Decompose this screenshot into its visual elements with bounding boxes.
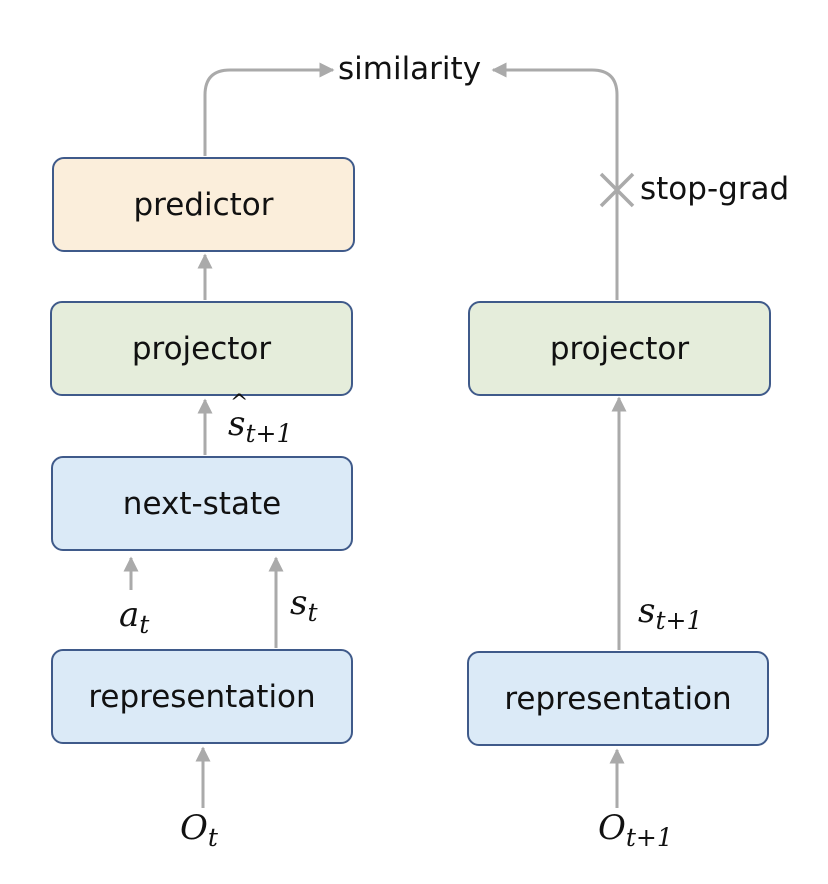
stop-grad-cross-icon: [599, 172, 635, 208]
action-subscript: t: [139, 610, 150, 639]
predicted-state-symbol: s: [228, 391, 249, 444]
observation-symbol: O: [180, 808, 208, 848]
stop-grad-label: stop-grad: [640, 171, 790, 207]
state-label: st: [290, 583, 318, 627]
arrow-predictor-to-similarity: [203, 62, 335, 156]
next-state-label: st+1: [638, 591, 702, 635]
projector-box-left: projector: [50, 301, 353, 396]
next-state-symbol: s: [638, 591, 656, 631]
state-symbol: s: [290, 583, 308, 623]
observation-subscript: t: [207, 823, 218, 852]
predictor-box: predictor: [52, 157, 355, 252]
observation-label: Ot: [180, 808, 218, 852]
next-observation-symbol: O: [598, 808, 626, 848]
next-state-box: next-state: [51, 456, 353, 551]
action-symbol: a: [119, 595, 140, 635]
arrow-projector-to-similarity: [491, 62, 619, 300]
action-label: at: [119, 595, 149, 639]
state-subscript: t: [307, 598, 318, 627]
predicted-state-label: st+1: [228, 391, 293, 448]
representation-box-left: representation: [51, 649, 353, 744]
next-state-subscript: t+1: [655, 606, 703, 635]
next-observation-label: Ot+1: [598, 808, 673, 852]
representation-box-right: representation: [467, 651, 769, 746]
next-observation-subscript: t+1: [625, 823, 673, 852]
similarity-label: similarity: [338, 51, 482, 87]
projector-box-right: projector: [468, 301, 771, 396]
predicted-state-subscript: t+1: [245, 419, 293, 448]
